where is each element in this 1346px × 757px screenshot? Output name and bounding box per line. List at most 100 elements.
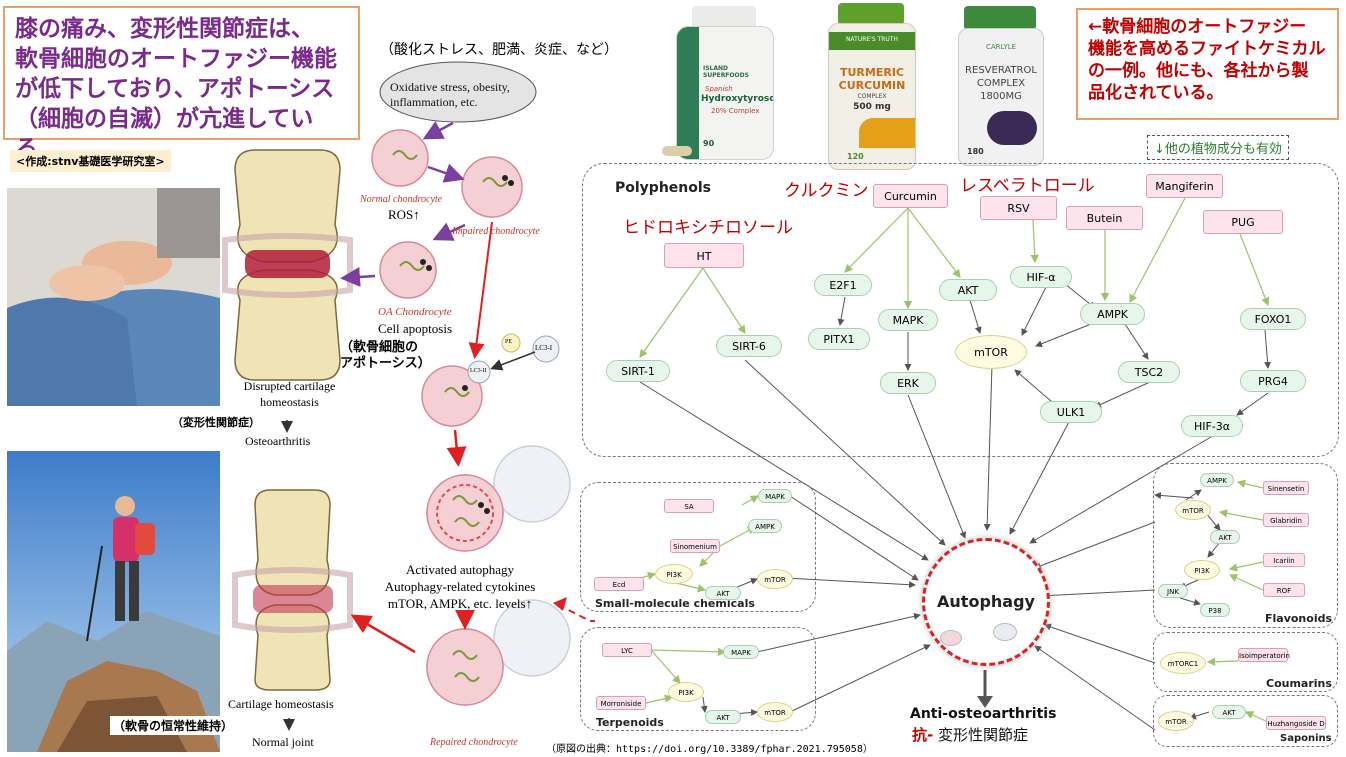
tp-akt: AKT [705,710,741,724]
fl-rof: ROF [1263,583,1305,597]
stress-en-label: Oxidative stress, obesity, inflammation,… [390,80,530,110]
node-e2f1: E2F1 [814,274,872,296]
node-foxo1: FOXO1 [1240,308,1306,330]
title-box: 膝の痛み、変形性関節症は、 軟骨細胞のオートファジー機能 が低下しており、アポト… [3,6,360,162]
fl-akt: AKT [1210,530,1240,544]
node-mtor: mTOR [955,335,1027,369]
sp-akt: AKT [1212,705,1246,719]
saponins-title: Saponins [1280,733,1332,744]
oa-jp-label: （変形性関節症） [172,416,260,429]
normal-chondrocyte-label: Normal chondrocyte [360,194,443,205]
fl-mtor: mTOR [1175,500,1211,520]
anti-oa-jp-suffix: 変形性関節症 [933,726,1029,744]
cm-isoimperatorin: Isoimperatorin [1238,648,1290,662]
disrupted-line-2: homeostasis [260,395,319,409]
title-line-2: 軟骨細胞のオートファジー機能 [15,46,337,72]
autophagy-circle [922,538,1050,666]
ros-label: ROS↑ [388,207,420,222]
node-prg4: PRG4 [1240,370,1306,392]
tp-mapk: MAPK [723,645,759,659]
lc3i-label: LC3-I [535,344,553,352]
p2-count: 120 [847,152,864,161]
disrupted-label: Disrupted cartilage homeostasis [227,378,352,410]
p3-count: 180 [967,147,984,156]
node-ht: HT [664,243,744,268]
node-akt: AKT [939,279,997,301]
node-butein: Butein [1066,206,1143,230]
p1-detail: 20% Complex [711,107,760,115]
product-hydroxytyrosol: ISLAND SUPERFOODS Spanish Hydroxytyrosol… [662,6,780,160]
node-sirt6: SIRT-6 [716,335,782,357]
sm-mapk: MAPK [758,489,792,503]
resveratrol-jp-label: レスベラトロール [960,176,1095,196]
p1-brand: ISLAND SUPERFOODS [703,65,749,79]
small-molecule-title: Small-molecule chemicals [595,597,755,610]
stress-en-line-1: Oxidative stress, obesity, [390,80,510,94]
anti-oa-jp-prefix: 抗- [912,726,934,744]
node-ulk1: ULK1 [1040,401,1102,423]
lc3ii-label: LC3-II [470,368,487,374]
sm-ecd: Ecd [594,577,644,591]
p2-brand: NATURE'S TRUTH [846,36,898,43]
stress-jp-label: （酸化ストレス、肥満、炎症、など） [380,42,618,58]
cartilage-homeostasis-label: Cartilage homeostasis [228,697,334,711]
polyphenols-group [582,163,1339,457]
disrupted-joint-illustration [222,149,353,381]
homeostasis-jp-label: （軟骨の恒常性維持） [110,716,237,735]
sm-sinomenium: Sinomenium [670,539,720,553]
sm-akt: AKT [705,586,741,600]
p2-name-1: TURMERIC [839,66,904,79]
p3-name-1: RESVERATROL [965,65,1037,76]
note-line-2: 機能を高めるファイトケミカル [1088,39,1326,59]
apoptosis-jp-line-2: アポトーシス） [340,356,431,371]
small-molecule-group [580,482,816,612]
node-pug: PUG [1203,210,1283,234]
activated-line-1: Activated autophagy [406,562,514,577]
osteoarthritis-label: Osteoarthritis [245,434,311,448]
oa-chondrocyte-label: OA Chondrocyte [378,306,452,318]
title-line-1: 膝の痛み、変形性関節症は、 [15,16,314,42]
tp-pi3k: PI3K [668,682,704,702]
p1-name: Hydroxytyrosol [701,94,774,104]
fl-pi3k: PI3K [1184,560,1220,580]
node-pitx1: PITX1 [808,328,870,350]
chondrocyte-pathway-diagram [222,61,595,731]
coumarins-title: Coumarins [1266,677,1332,690]
flavonoids-title: Flavonoids [1265,612,1333,625]
cell-apoptosis-label: Cell apoptosis [378,321,453,336]
anti-oa-label: Anti-osteoarthritis [910,706,1057,722]
apoptosis-jp-line-1: （軟骨細胞の [340,340,419,355]
terpenoids-group [580,627,816,731]
note-line-3: の一例。他にも、各社から製 [1088,61,1309,81]
node-mangiferin: Mangiferin [1146,174,1223,198]
activated-line-2: Autophagy-related cytokines [384,579,536,594]
fl-icariin: Icariin [1263,553,1305,567]
knee-pain-illustration [7,188,220,406]
sp-mtor: mTOR [1158,711,1194,731]
cm-mtorc1: mTORC1 [1160,652,1206,674]
p3-dose: 1800MG [980,91,1022,102]
anti-oa-jp-label: 抗- 変形性関節症 [912,724,1028,745]
p2-dose: 500 mg [853,102,891,112]
autophagy-label: Autophagy [937,592,1035,611]
fl-ampk: AMPK [1200,473,1234,487]
activated-autophagy-label: Activated autophagy Autophagy-related cy… [375,561,545,612]
fl-jnk: JNK [1158,584,1188,598]
terpenoids-title: Terpenoids [596,716,664,729]
note-line-1: ←軟骨細胞のオートファジー [1088,17,1307,37]
fl-p38: P38 [1200,603,1230,617]
polyphenols-title: Polyphenols [615,180,712,196]
node-rsv: RSV [980,196,1057,220]
pe-label: PE [505,339,513,345]
p3-brand: CARLYLE [985,43,1017,51]
node-hif-a: HIF-α [1010,266,1072,288]
hydroxytyrosol-jp-label: ヒドロキシチロソール [623,218,793,238]
p1-count: 90 [703,139,715,148]
product-curcumin: NATURE'S TRUTH TURMERIC CURCUMIN COMPLEX… [826,3,916,170]
sm-sa: SA [664,499,714,513]
source-citation: （原図の出典：https://doi.org/10.3389/fphar.202… [546,744,873,755]
note-box: ←軟骨細胞のオートファジー 機能を高めるファイトケミカル の一例。他にも、各社か… [1076,8,1339,120]
flavonoids-group [1153,463,1338,628]
tp-morroniside: Morroniside [596,696,646,710]
